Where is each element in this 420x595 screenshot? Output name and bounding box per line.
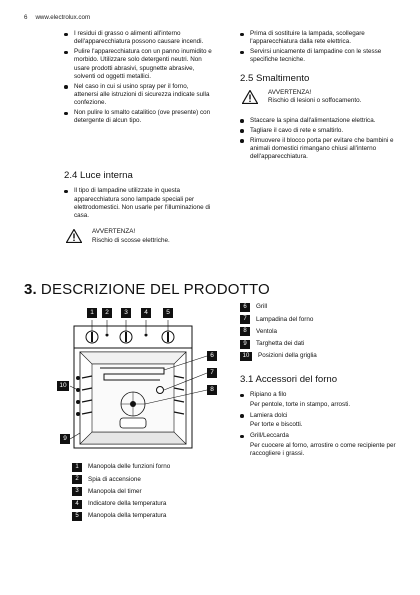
- lamp-replace-list: Prima di sostituire la lampada, scollega…: [240, 30, 400, 65]
- section-3-heading: 3.DESCRIZIONE DEL PRODOTTO: [24, 281, 270, 298]
- callout-3: 3: [121, 308, 131, 318]
- callout-9: 9: [60, 434, 70, 444]
- list-item: Staccare la spina dall'alimentazione ele…: [240, 117, 400, 125]
- callout-7: 7: [207, 368, 217, 378]
- legend-item: 2 Spia di accensione: [72, 475, 232, 485]
- callout-1: 1: [87, 308, 97, 318]
- list-item: Nel caso in cui si usino spray per il fo…: [64, 83, 214, 108]
- legend-item: 1 Manopola delle funzioni forno: [72, 463, 232, 472]
- callout-5: 5: [163, 308, 173, 318]
- accessory-desc: Per pentole, torte in stampo, arrosti.: [250, 400, 351, 408]
- callout-2: 2: [102, 308, 112, 318]
- section-title: DESCRIZIONE DEL PRODOTTO: [40, 281, 270, 298]
- legend-label: Indicatore della temperatura: [88, 499, 167, 507]
- legend-number: 8: [240, 327, 250, 337]
- list-item: Prima di sostituire la lampada, scollega…: [240, 30, 400, 47]
- callout-4: 4: [141, 308, 151, 318]
- legend-item: 4 Indicatore della temperatura: [72, 499, 232, 509]
- legend-right: 6 Grill 7 Lampadina del forno 8 Ventola 9 Ta…: [240, 303, 405, 364]
- page-header: 6 www.electrolux.com: [24, 14, 90, 21]
- legend-number: 2: [72, 475, 82, 485]
- section-title: 2.4 Luce interna: [64, 170, 133, 181]
- page-number: 6: [24, 14, 28, 21]
- oven-diagram: 1 2 3 4 5 6 7 8 9 10: [40, 300, 230, 460]
- legend-label: Ventola: [256, 327, 278, 335]
- list-item: Pulire l'apparecchiatura con un panno in…: [64, 48, 214, 81]
- legend-label: Targhetta dei dati: [256, 339, 305, 347]
- legend-number: 6: [240, 303, 250, 312]
- legend-label: Posizioni della griglia: [258, 352, 317, 360]
- cleaning-list: I residui di grasso o alimenti all'inter…: [64, 30, 214, 126]
- accessory-desc: Per cuocere al forno, arrostire o come r…: [250, 441, 396, 458]
- legend-label: Grill: [256, 303, 268, 311]
- list-item: Tagliare il cavo di rete e smaltirlo.: [240, 127, 400, 135]
- warning-text: Rischio di scosse elettriche.: [92, 236, 170, 244]
- legend-number: 9: [240, 339, 250, 349]
- legend-item: 7 Lampadina del forno: [240, 315, 405, 325]
- legend-number: 10: [240, 351, 252, 361]
- legend-item: 10 Posizioni della griglia: [240, 351, 405, 361]
- legend-item: 5 Manopola della temperatura: [72, 511, 232, 521]
- legend-item: 6 Grill: [240, 303, 405, 312]
- legend-number: 1: [72, 463, 82, 472]
- section-2-4: 2.4 Luce interna Il tipo di lampadine ut…: [64, 170, 214, 248]
- warning-title: AVVERTENZA!: [92, 228, 136, 236]
- warning-icon: [242, 89, 258, 104]
- callout-6: 6: [207, 351, 217, 361]
- section-title: 2.5 Smaltimento: [240, 72, 310, 84]
- warning-icon: [66, 229, 82, 244]
- legend-item: 3 Manopola del timer: [72, 487, 232, 497]
- warning-title: AVVERTENZA!: [268, 88, 312, 96]
- legend-left: 1 Manopola delle funzioni forno 2 Spia di …: [72, 463, 232, 524]
- section-title: 3.1 Accessori del forno: [240, 374, 338, 385]
- legend-number: 5: [72, 511, 82, 521]
- accessory-name: Ripiano a filo: [250, 391, 287, 399]
- legend-number: 4: [72, 499, 82, 509]
- list-item: Servirsi unicamente di lampadine con le …: [240, 48, 400, 65]
- oven-illustration: [69, 320, 208, 449]
- legend-item: 8 Ventola: [240, 327, 405, 337]
- warning-box: AVVERTENZA! Rischio di scosse elettriche…: [64, 228, 214, 248]
- callout-10: 10: [57, 381, 69, 391]
- warning-text: Rischio di lesioni o soffocamento.: [268, 97, 362, 105]
- disposal-list: Staccare la spina dall'alimentazione ele…: [240, 117, 400, 161]
- left-column: I residui di grasso o alimenti all'inter…: [64, 30, 214, 127]
- legend-label: Manopola del timer: [88, 487, 142, 495]
- lamp-list: Il tipo di lampadine utilizzate in quest…: [64, 187, 214, 220]
- accessory-name: Lamiera dolci: [250, 411, 288, 419]
- right-column: Prima di sostituire la lampada, scollega…: [240, 30, 400, 163]
- legend-label: Manopola della temperatura: [88, 512, 167, 520]
- legend-number: 3: [72, 487, 82, 497]
- section-number: 3.: [24, 281, 37, 298]
- accessory-desc: Per torte e biscotti.: [250, 421, 303, 429]
- list-item: I residui di grasso o alimenti all'inter…: [64, 30, 214, 47]
- legend-label: Lampadina del forno: [256, 315, 314, 323]
- callout-8: 8: [207, 385, 217, 395]
- legend-label: Spia di accensione: [88, 475, 141, 483]
- warning-box: AVVERTENZA! Rischio di lesioni o soffoca…: [240, 89, 400, 109]
- list-item: Il tipo di lampadine utilizzate in quest…: [64, 187, 214, 220]
- site-url: www.electrolux.com: [35, 14, 91, 21]
- list-item: Non pulire lo smalto catalitico (ove pre…: [64, 109, 214, 126]
- legend-label: Manopola delle funzioni forno: [88, 463, 171, 471]
- legend-number: 7: [240, 315, 250, 325]
- legend-item: 9 Targhetta dei dati: [240, 339, 405, 349]
- list-item: Rimuovere il blocco porta per evitare ch…: [240, 137, 400, 162]
- accessory-name: Grill/Leccarda: [250, 432, 289, 440]
